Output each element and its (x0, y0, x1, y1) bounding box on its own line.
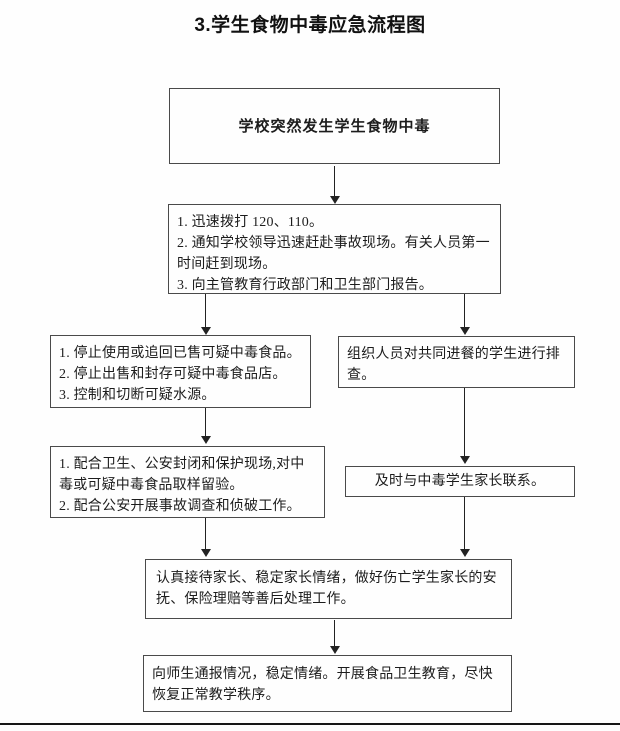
page-bottom-rule (0, 723, 620, 725)
arrow-food-control-to-investigation (200, 408, 211, 444)
initial-response-line-3: 3. 向主管教育行政部门和卫生部门报告。 (177, 278, 433, 293)
student-screening-label: 组织人员对共同进餐的学生进行排查。 (347, 347, 560, 383)
node-incident-start-label: 学校突然发生学生食物中毒 (238, 117, 431, 135)
initial-response-line-1: 1. 迅速拨打 120、110。 (177, 215, 324, 230)
food-control-line-2: 2. 停止出售和封存可疑中毒食品店。 (59, 367, 287, 382)
investigation-line-1: 1. 配合卫生、公安封闭和保护现场,对中毒或可疑中毒食品取样留验。 (59, 457, 305, 493)
page-title: 3.学生食物中毒应急流程图 (194, 15, 426, 36)
arrow-response-to-screening (459, 294, 470, 335)
node-initial-response: 1. 迅速拨打 120、110。 2. 通知学校领导迅速赶赴事故现场。有关人员第… (168, 204, 501, 294)
arrow-reception-to-notify (329, 620, 340, 654)
investigation-line-2: 2. 配合公安开展事故调查和侦破工作。 (59, 499, 301, 514)
family-reception-label: 认真接待家长、稳定家长情绪，做好伤亡学生家长的安抚、保险理赔等善后处理工作。 (156, 571, 497, 607)
arrow-screening-to-contact (459, 388, 470, 464)
arrow-start-to-response (329, 166, 340, 204)
food-control-line-1: 1. 停止使用或追回已售可疑中毒食品。 (59, 346, 301, 361)
initial-response-line-2: 2. 通知学校领导迅速赶赴事故现场。有关人员第一时间赶到现场。 (177, 236, 490, 272)
arrow-investigation-to-reception (200, 518, 211, 557)
arrow-response-to-food-control (200, 294, 211, 335)
node-student-screening: 组织人员对共同进餐的学生进行排查。 (338, 336, 575, 388)
notify-restore-label: 向师生通报情况，稳定情绪。开展食品卫生教育，尽快恢复正常教学秩序。 (152, 667, 493, 703)
node-incident-start: 学校突然发生学生食物中毒 (169, 88, 500, 164)
contact-parents-label: 及时与中毒学生家长联系。 (374, 474, 546, 489)
food-control-line-3: 3. 控制和切断可疑水源。 (59, 388, 216, 403)
node-family-reception: 认真接待家长、稳定家长情绪，做好伤亡学生家长的安抚、保险理赔等善后处理工作。 (145, 559, 512, 619)
node-investigation: 1. 配合卫生、公安封闭和保护现场,对中毒或可疑中毒食品取样留验。 2. 配合公… (50, 446, 325, 518)
node-notify-restore: 向师生通报情况，稳定情绪。开展食品卫生教育，尽快恢复正常教学秩序。 (143, 655, 512, 712)
node-contact-parents: 及时与中毒学生家长联系。 (345, 466, 575, 497)
node-food-control: 1. 停止使用或追回已售可疑中毒食品。 2. 停止出售和封存可疑中毒食品店。 3… (50, 335, 311, 408)
arrow-contact-to-reception (459, 497, 470, 557)
